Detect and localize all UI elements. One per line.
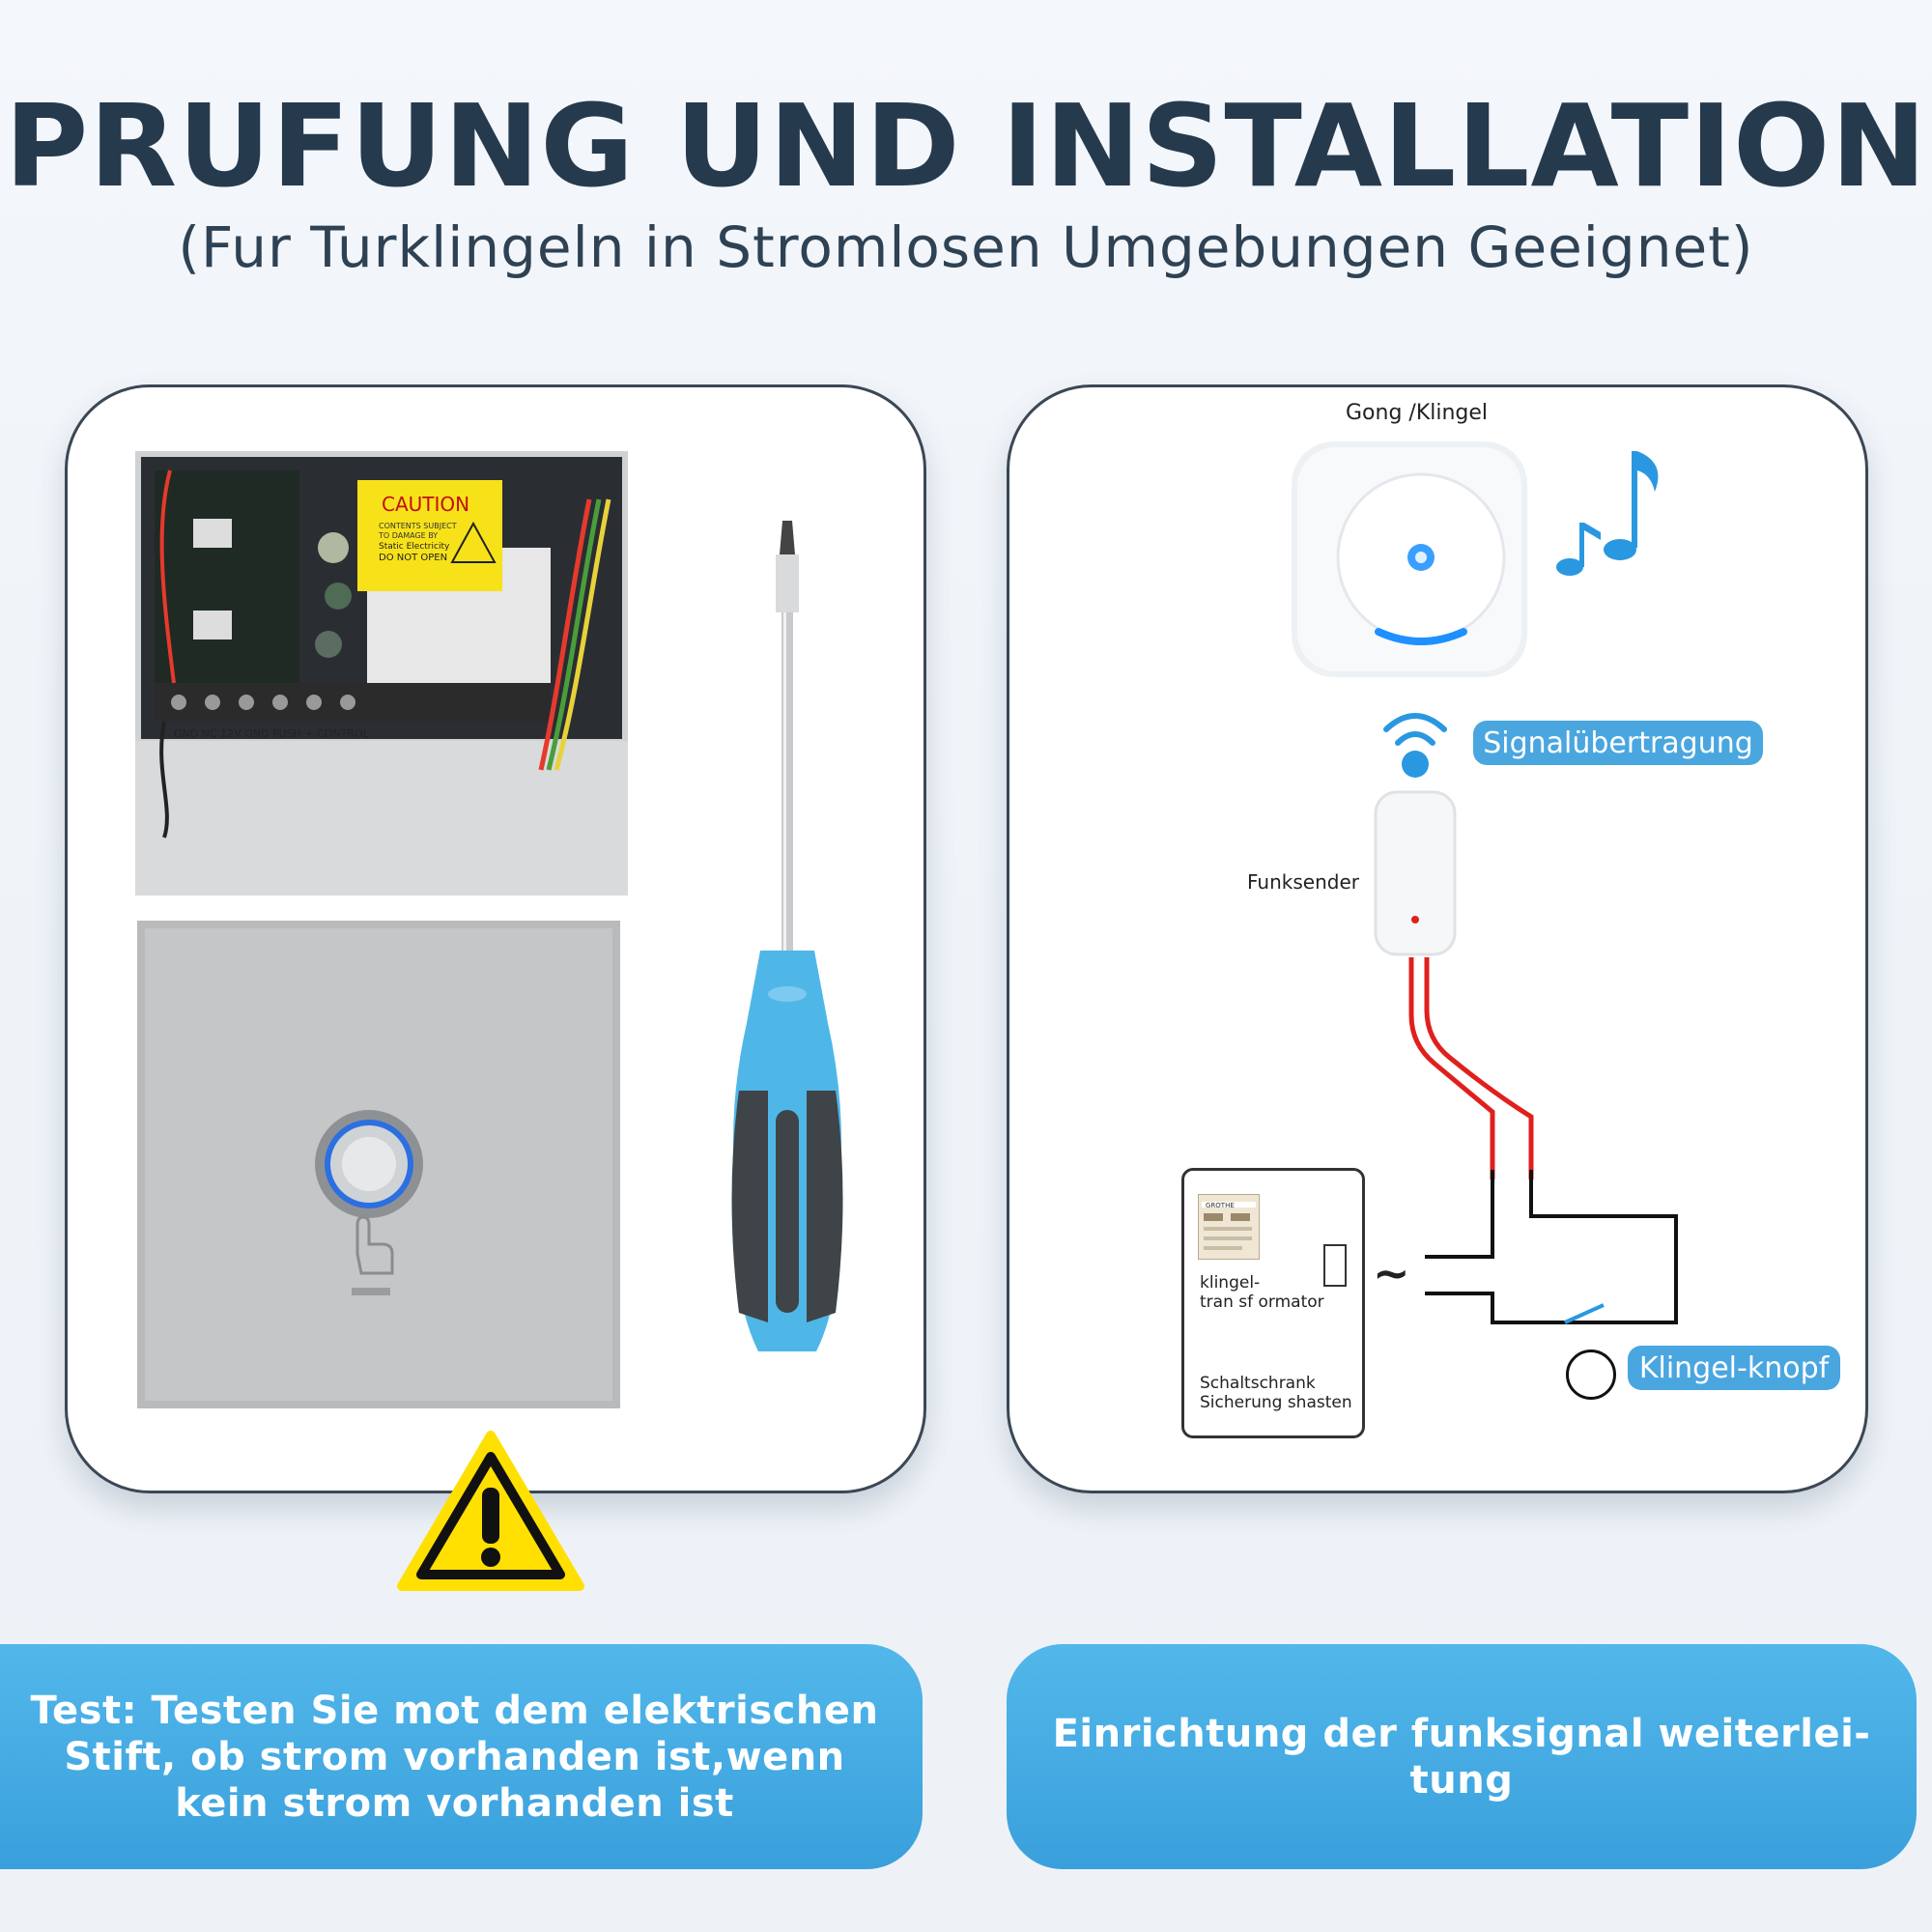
bell-button-symbol bbox=[1566, 1350, 1616, 1400]
exit-button-plate-image bbox=[137, 921, 620, 1408]
fuse-cabinet-box: GROTHE klingel- tran sf ormator Schaltsc… bbox=[1181, 1168, 1365, 1438]
cabinet-label: Schaltschrank Sicherung shasten bbox=[1200, 1374, 1352, 1412]
screwdriver-image bbox=[731, 521, 843, 1351]
wiring-diagram bbox=[1408, 957, 1678, 1324]
tilde-symbol: ~ bbox=[1373, 1247, 1410, 1299]
wireless-setup-panel: Gong /Klingel Signalübertragung Funksend… bbox=[1007, 384, 1868, 1493]
transformer-label: klingel- tran sf ormator bbox=[1200, 1273, 1324, 1312]
music-note-icon bbox=[1556, 451, 1659, 576]
chime-label: Gong /Klingel bbox=[1346, 401, 1489, 425]
chime-device-image bbox=[1292, 441, 1527, 677]
warning-icon bbox=[397, 1431, 584, 1591]
testing-caption-text: Test: Testen Sie mot dem elektrischen St… bbox=[30, 1688, 879, 1826]
signal-icon bbox=[1383, 713, 1447, 778]
svg-text:CONTENTS SUBJECT: CONTENTS SUBJECT bbox=[379, 522, 457, 530]
switch-symbol bbox=[1323, 1244, 1347, 1287]
svg-text:TO DAMAGE BY: TO DAMAGE BY bbox=[378, 531, 438, 540]
testing-caption: Test: Testen Sie mot dem elektrischen St… bbox=[0, 1644, 923, 1869]
power-supply-box-image: CAUTION CONTENTS SUBJECT TO DAMAGE BY St… bbox=[135, 451, 628, 895]
transmitter-device-image bbox=[1374, 790, 1457, 956]
transformer-brand-text: GROTHE bbox=[1206, 1202, 1235, 1209]
svg-text:GND NC 12V GND PUSH + CONTROL: GND NC 12V GND PUSH + CONTROL bbox=[174, 727, 370, 740]
caution-text: CAUTION bbox=[382, 493, 469, 516]
transmitter-label: Funksender bbox=[1247, 870, 1359, 894]
testing-panel: CAUTION CONTENTS SUBJECT TO DAMAGE BY St… bbox=[65, 384, 926, 1493]
page-title: PRUFUNG UND INSTALLATION bbox=[4, 79, 1928, 213]
signal-transmission-label: Signalübertragung bbox=[1473, 721, 1763, 765]
wireless-setup-caption-text: Einrichtung der funksignal weiterlei-tun… bbox=[1052, 1711, 1871, 1803]
page-subtitle: (Fur Turklingeln in Stromlosen Umgebunge… bbox=[178, 214, 1754, 280]
svg-text:Static Electricity: Static Electricity bbox=[379, 542, 450, 552]
transformer-image: GROTHE bbox=[1198, 1194, 1260, 1260]
wireless-setup-caption: Einrichtung der funksignal weiterlei-tun… bbox=[1007, 1644, 1917, 1869]
svg-text:DO NOT OPEN: DO NOT OPEN bbox=[379, 553, 447, 563]
bell-button-label: Klingel-knopf bbox=[1628, 1346, 1840, 1390]
